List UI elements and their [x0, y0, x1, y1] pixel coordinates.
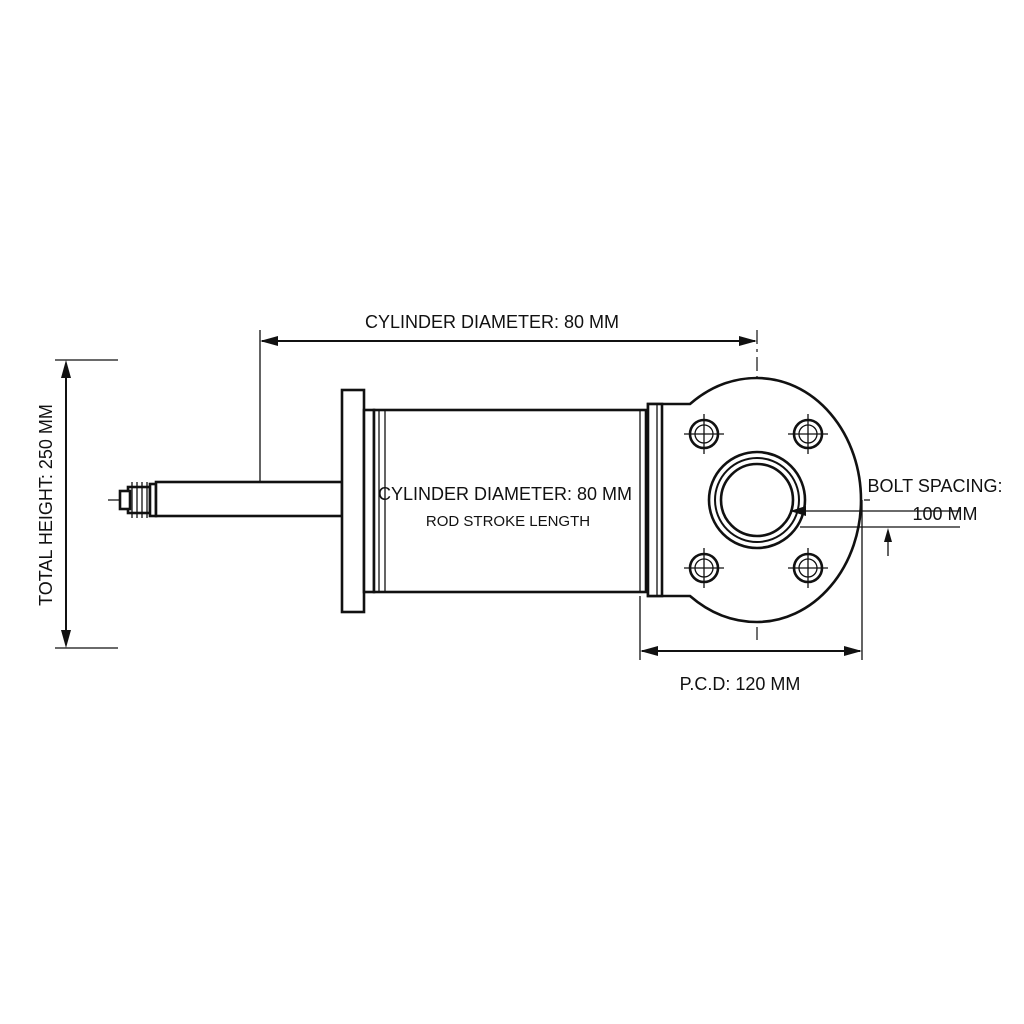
top-dimension-label: CYLINDER DIAMETER: 80 MM [365, 312, 619, 332]
bolt-hole-top-left [684, 414, 724, 454]
cylinder-barrel: CYLINDER DIAMETER: 80 MM ROD STROKE LENG… [372, 408, 648, 594]
pcd-dimension: P.C.D: 120 MM [639, 500, 863, 694]
bolt-hole-bottom-left [684, 548, 724, 588]
rod-end-fitting [118, 482, 158, 518]
total-height-label: TOTAL HEIGHT: 250 MM [36, 404, 56, 606]
pcd-label: P.C.D: 120 MM [680, 674, 801, 694]
piston-rod [154, 480, 344, 518]
rod-stroke-label: ROD STROKE LENGTH [426, 513, 590, 530]
bolt-hole-top-right [788, 414, 828, 454]
bolt-spacing-value: 100 MM [912, 504, 977, 524]
port-inner [719, 462, 795, 538]
total-height-dimension: TOTAL HEIGHT: 250 MM [36, 359, 118, 649]
bolt-hole-bottom-right [788, 548, 828, 588]
rear-mounting-flange [646, 376, 863, 624]
body-dimension-label: CYLINDER DIAMETER: 80 MM [378, 484, 632, 504]
bolt-spacing-callout: BOLT SPACING: 100 MM [790, 476, 1003, 556]
bolt-spacing-title: BOLT SPACING: [867, 476, 1002, 496]
